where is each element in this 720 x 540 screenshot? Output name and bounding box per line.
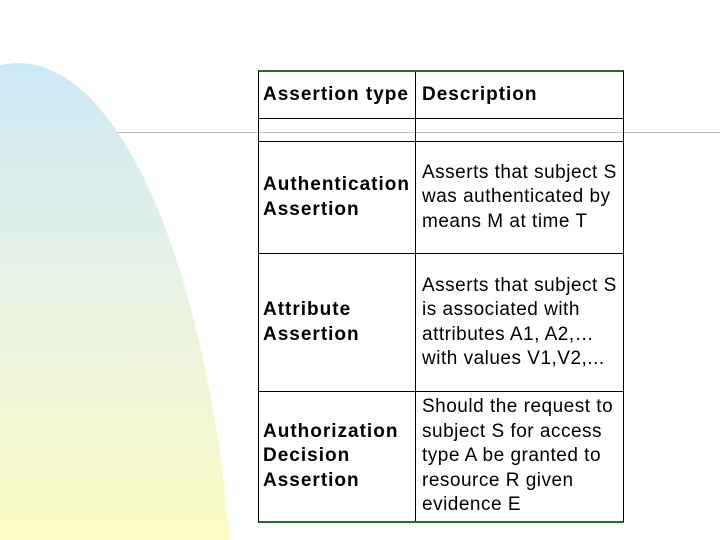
table-spacer-cell (259, 119, 416, 142)
table-header-description: Description (416, 72, 623, 119)
table-row-attribute-description: Asserts that subject S is associated wit… (416, 254, 623, 392)
horizontal-divider-line (0, 132, 720, 133)
table-row-authorization-type: Authorization Decision Assertion (259, 392, 416, 521)
assertion-table: Assertion type Description Authenticatio… (258, 70, 624, 523)
table-header-assertion-type: Assertion type (259, 72, 416, 119)
table-row-authorization-description: Should the request to subject S for acce… (422, 396, 614, 516)
table-spacer-cell (416, 119, 623, 142)
table-row-authentication-type: Authentication Assertion (259, 142, 416, 254)
table-row-attribute-type: Attribute Assertion (259, 254, 416, 392)
table-row-authentication-description: Asserts that subject S was authenticated… (416, 142, 623, 254)
gradient-ellipse-decoration (0, 63, 237, 540)
